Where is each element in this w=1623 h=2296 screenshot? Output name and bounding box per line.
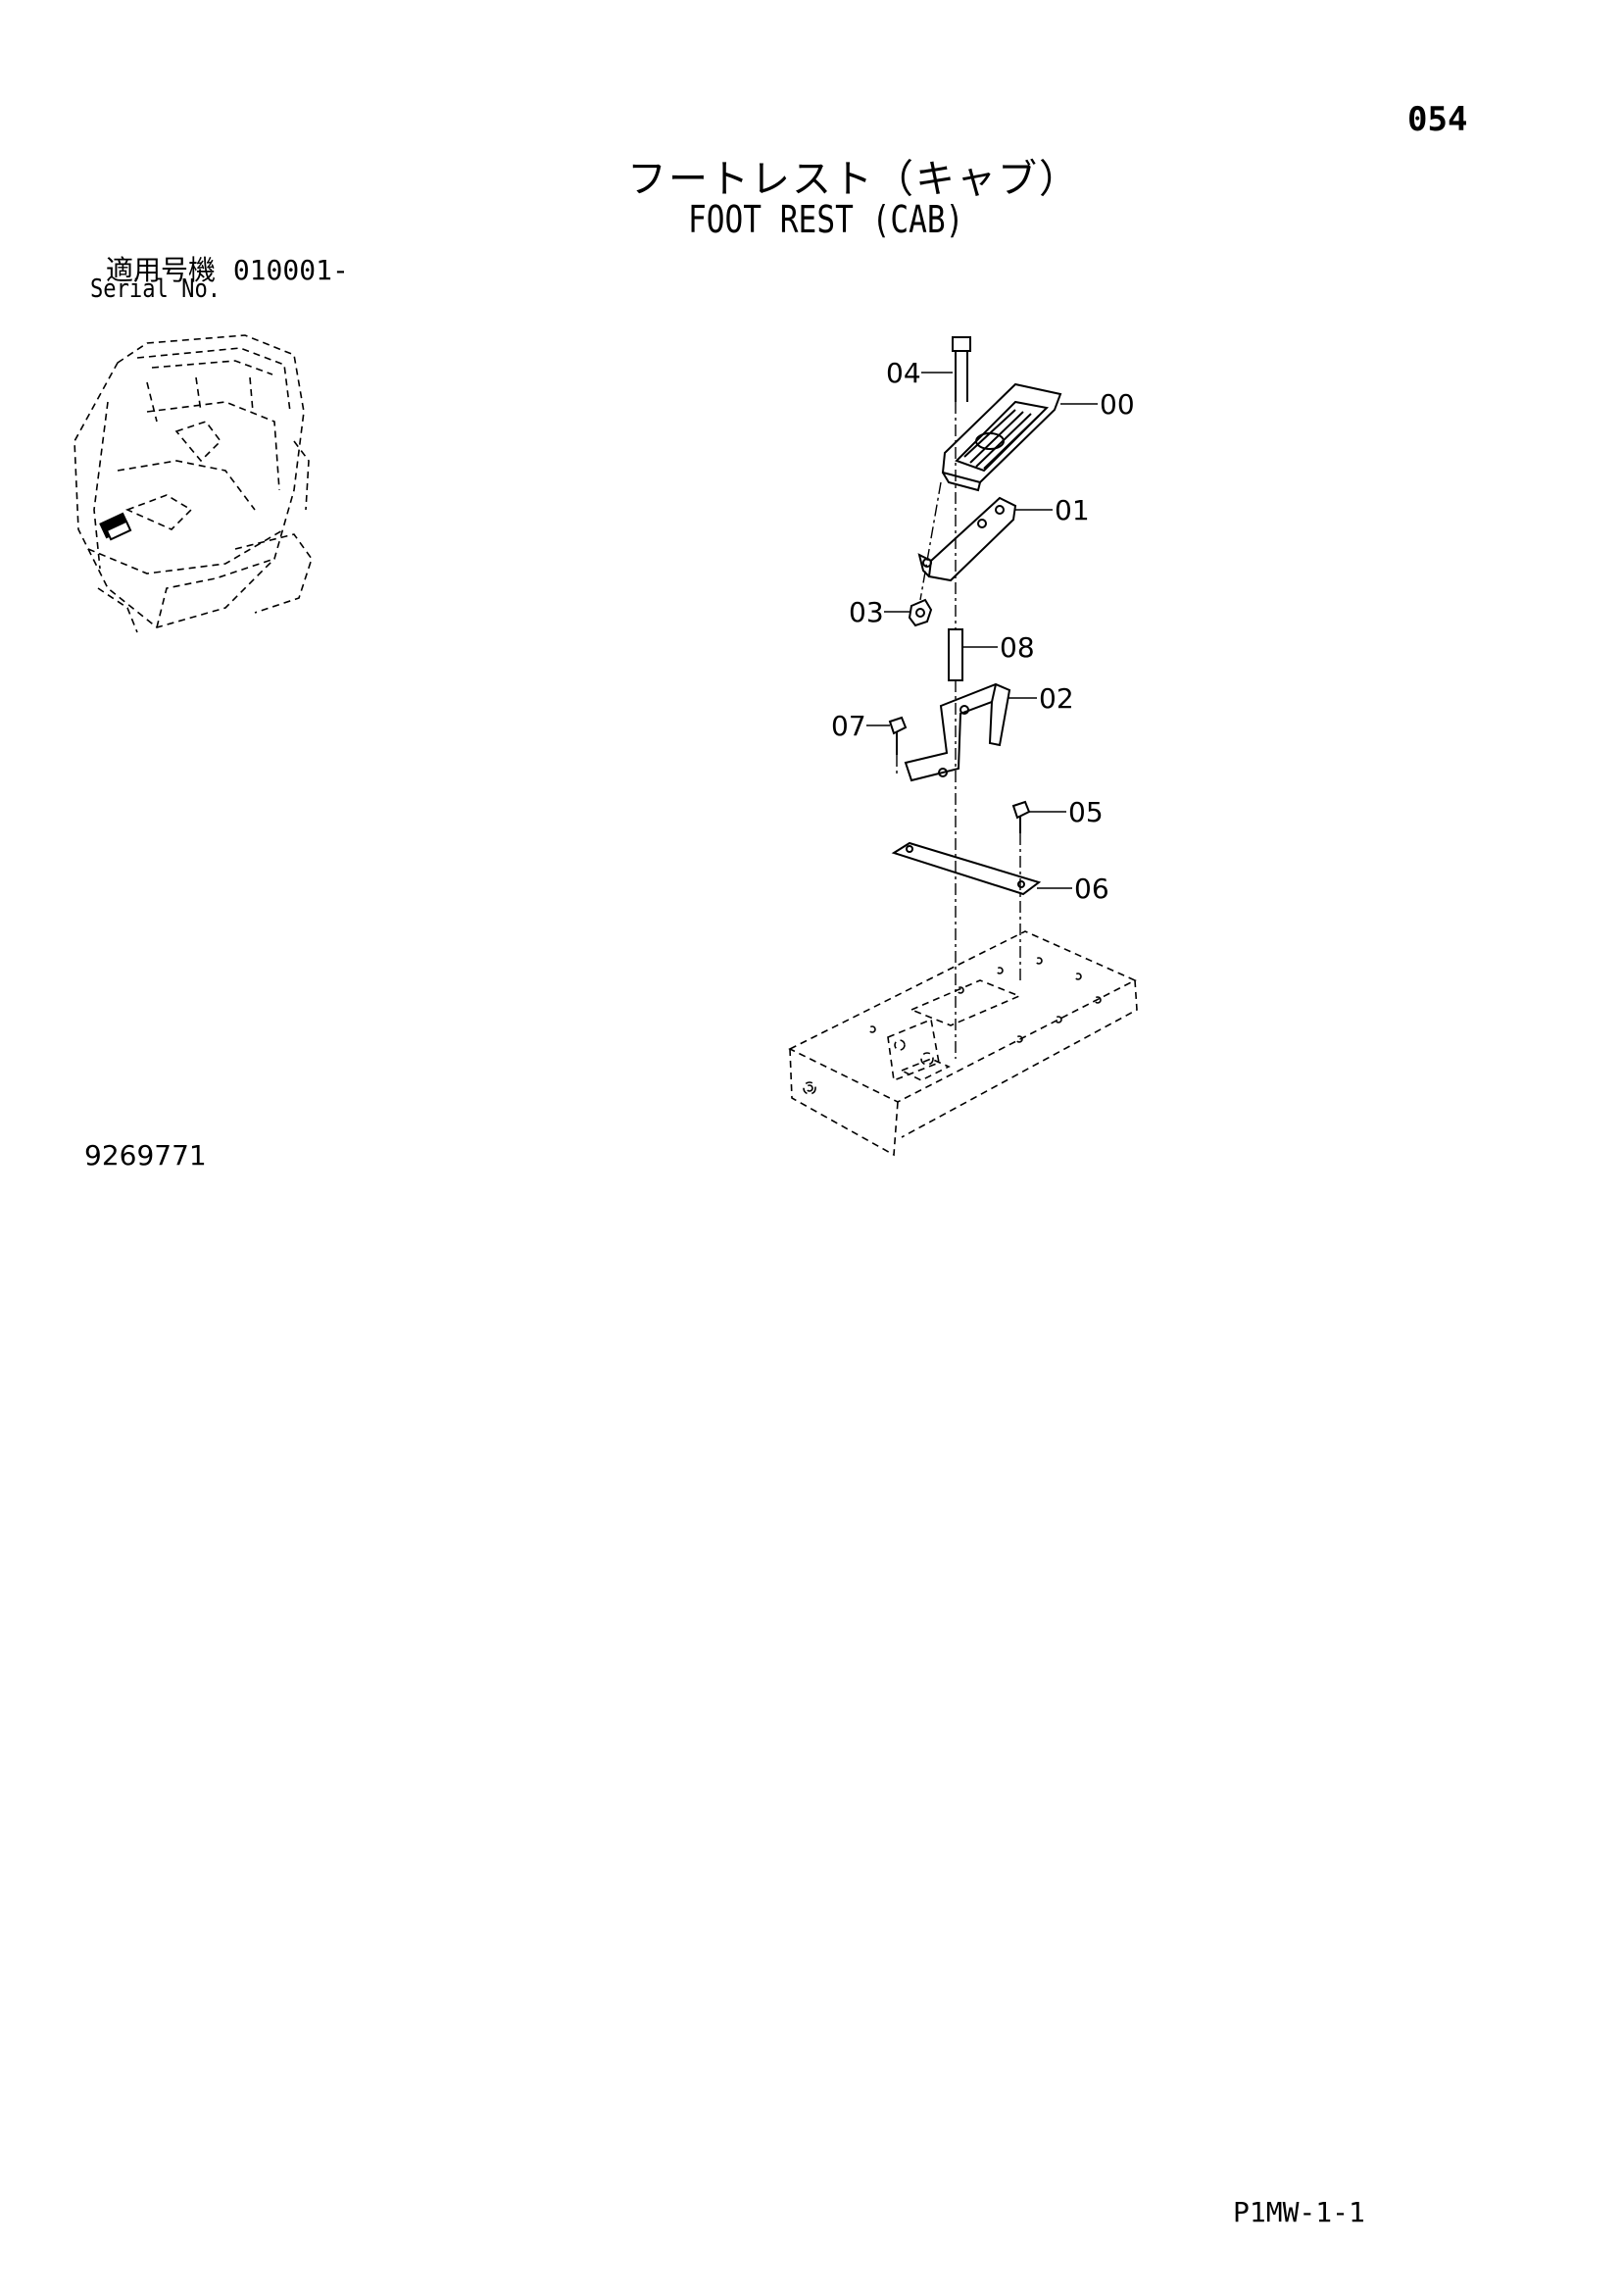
cab-overview-illustration [74,334,313,633]
callout-03: 03 [849,596,884,628]
serial-applicable-label: 適用号機 010001- [106,249,349,288]
page-number: 054 [1407,100,1468,139]
part-08-collar [948,628,963,681]
serial-value: 010001- [232,254,349,286]
title-english: FOOT REST (CAB) [688,198,964,241]
part-03-nut [908,598,933,627]
drawing-number: 9269771 [84,1139,207,1172]
part-00-pedal [941,382,1062,492]
assembly-center-lines [896,402,1021,1059]
callout-04: 04 [886,357,921,389]
callout-00: 00 [1100,388,1135,421]
callout-leaders [866,372,1098,889]
cab-floor-frame [788,930,1138,1157]
part-05-bolt [1011,800,1031,833]
callout-06: 06 [1074,873,1109,905]
foot-rest-location-marker [99,512,132,541]
part-01-bracket [917,496,1017,582]
sheet-code: P1MW-1-1 [1233,2196,1365,2228]
callout-05: 05 [1068,796,1104,828]
title-japanese: フートレスト（キャブ） [627,157,1080,202]
callout-08: 08 [1000,631,1035,664]
callout-02: 02 [1039,682,1074,715]
part-06-plate [891,841,1042,896]
part-02-bracket [904,682,1011,782]
exploded-view [788,336,1138,1157]
part-04-bolt [952,336,971,402]
serial-label-en: Serial No. [90,275,221,304]
callout-01: 01 [1055,494,1090,526]
part-07-bolt [888,716,908,755]
serial-label-jp: 適用号機 [106,254,217,286]
callout-07: 07 [831,710,866,742]
